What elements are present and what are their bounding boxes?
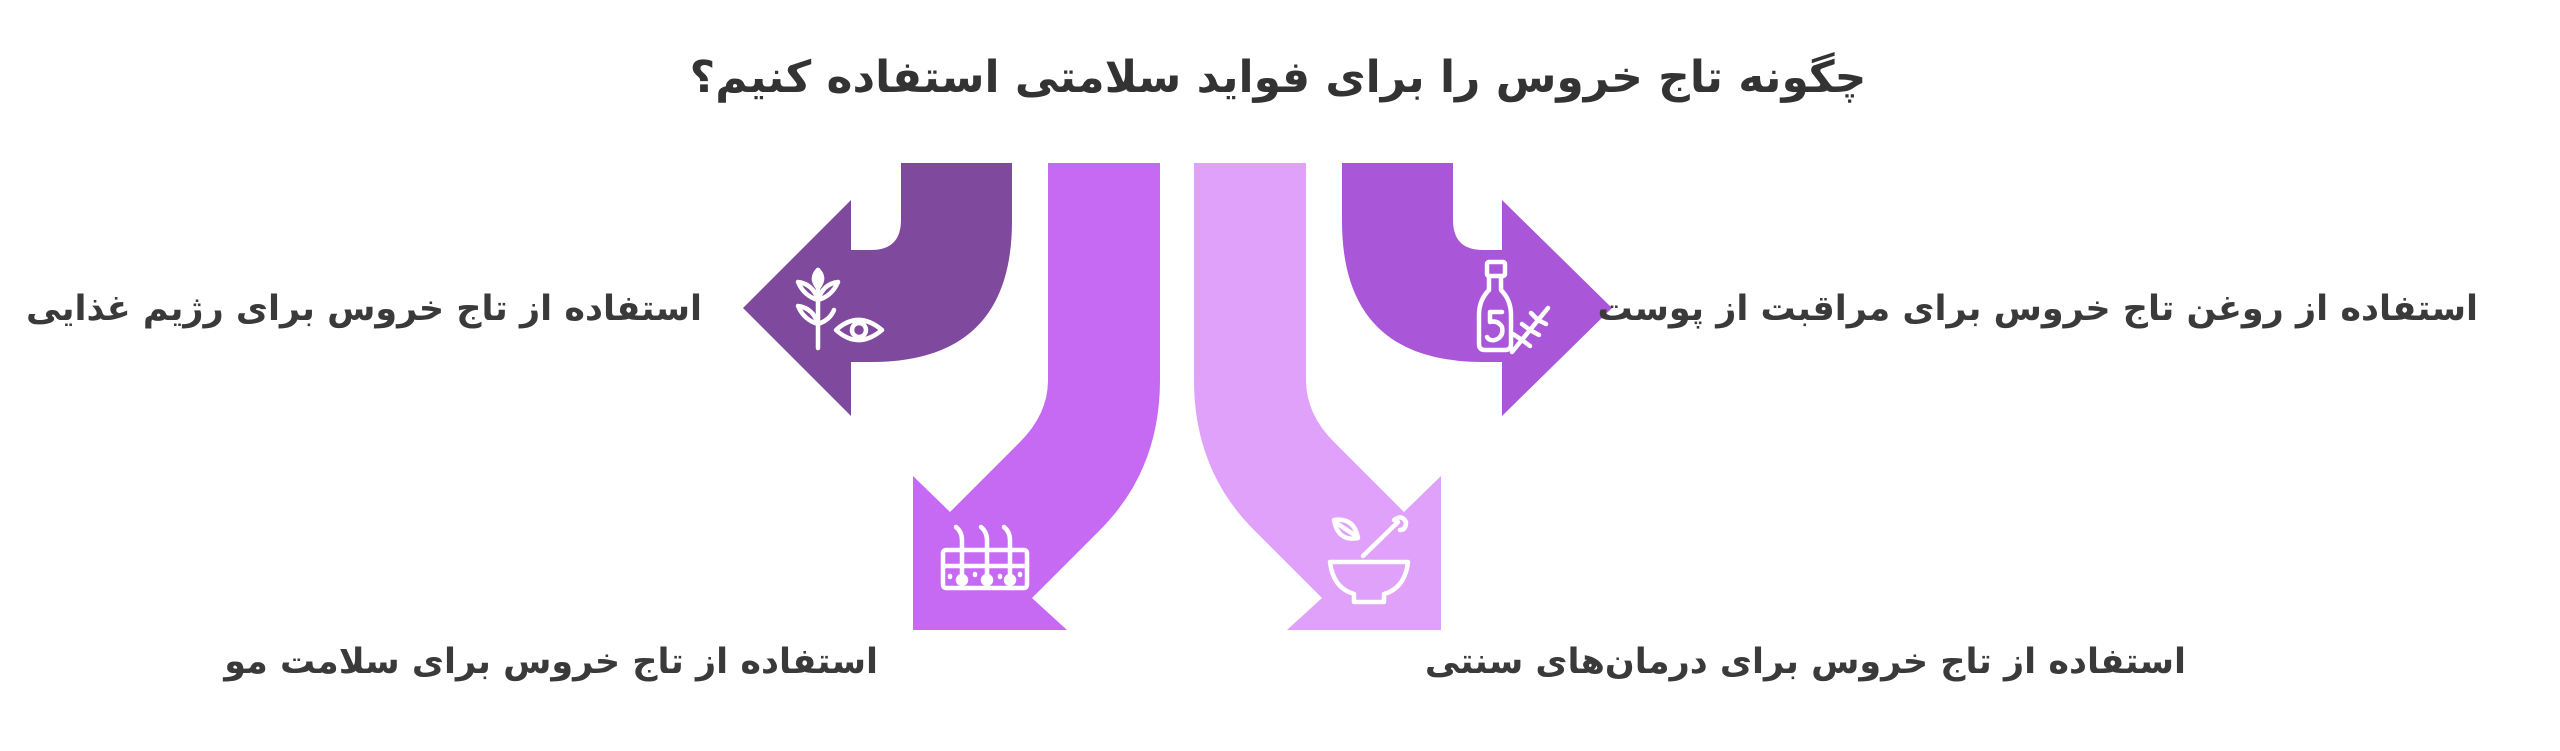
plant-eye-icon — [795, 267, 885, 351]
label-diet: استفاده از تاج خروس برای رژیم غذایی — [26, 289, 702, 329]
page-title: چگونه تاج خروس را برای فواید سلامتی استف… — [690, 51, 1867, 103]
arrow-hair — [913, 163, 1160, 630]
mortar-pestle-leaf-icon — [1327, 515, 1411, 605]
arrow-diet — [743, 163, 1012, 416]
label-traditional-remedies: استفاده از تاج خروس برای درمان‌های سنتی — [1425, 642, 2186, 682]
label-hair-health: استفاده از تاج خروس برای سلامت مو — [222, 642, 878, 682]
oil-bottle-herb-icon — [1476, 259, 1551, 355]
label-skin-care: استفاده از روغن تاج خروس برای مراقبت از … — [1597, 289, 2478, 329]
hair-follicle-icon — [940, 524, 1030, 591]
arrow-traditional-remedies — [1194, 163, 1441, 630]
arrow-skin-care — [1342, 163, 1612, 416]
